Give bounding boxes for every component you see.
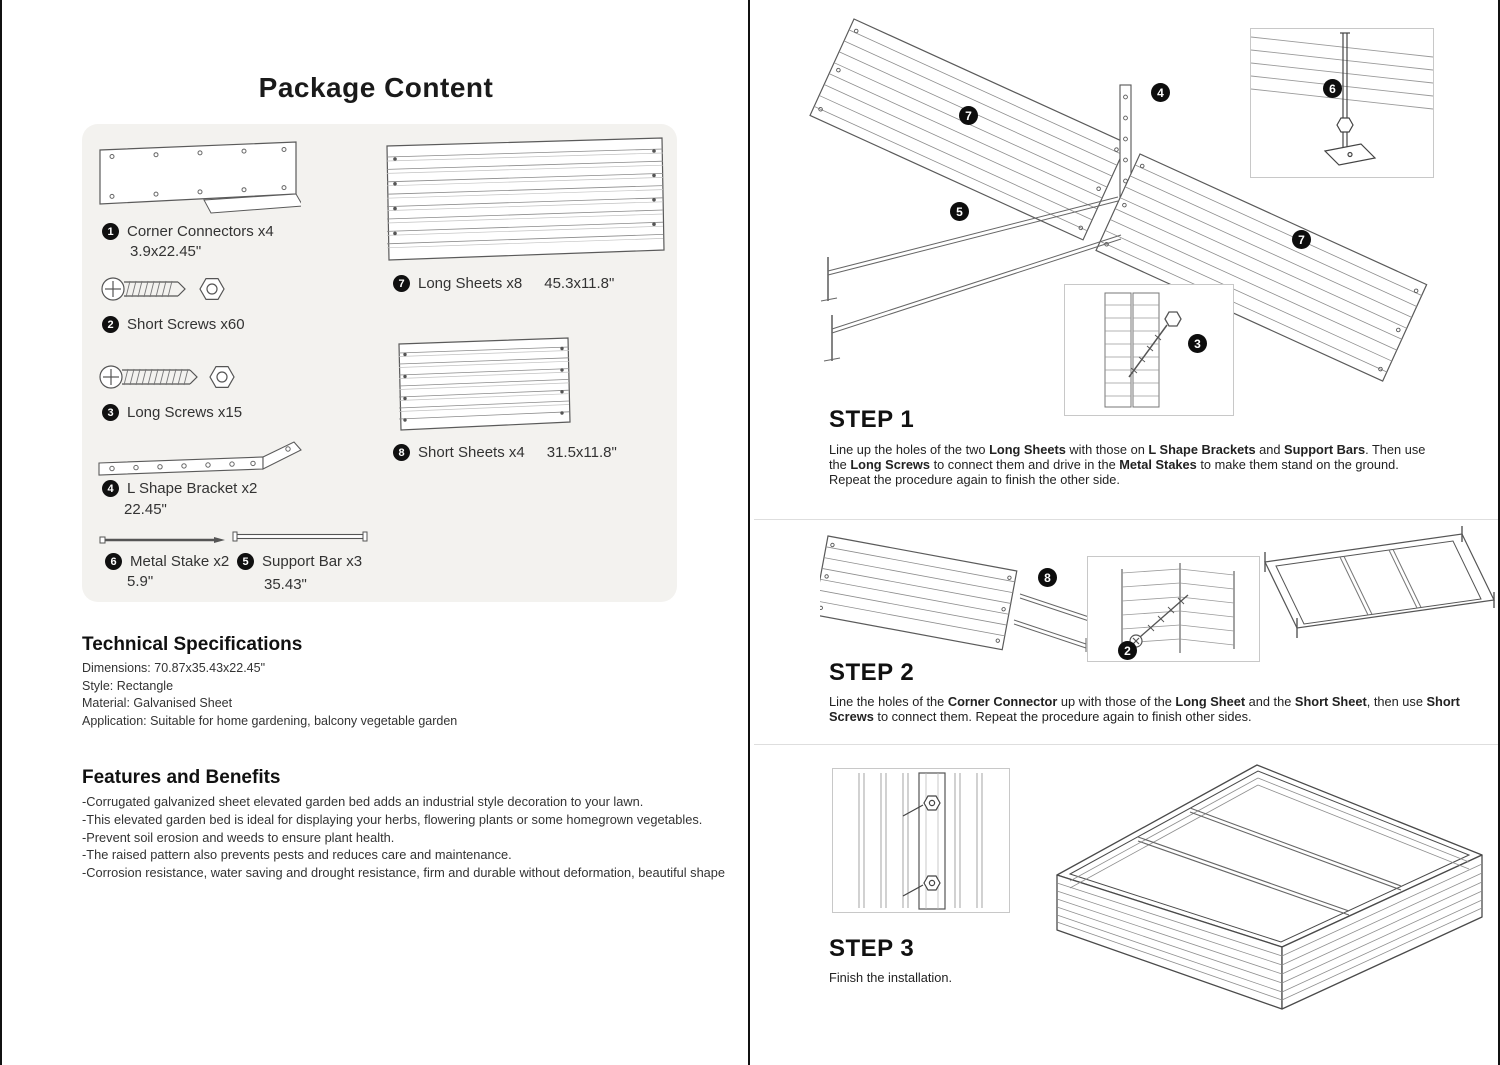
- part-item-metal-stake: 6 Metal Stake x2: [105, 553, 229, 570]
- part-number-badge: 8: [393, 444, 410, 461]
- step1-assembly-diagram: [809, 18, 1428, 382]
- part-size: 35.43": [264, 576, 307, 593]
- feature-item: -The raised pattern also prevents pests …: [82, 847, 512, 863]
- panel-divider: [748, 0, 750, 1065]
- part-item-support-bar: 5 Support Bar x3: [237, 553, 362, 570]
- spec-material: Material: Galvanised Sheet: [82, 696, 233, 710]
- part-label: Corner Connectors x4: [127, 223, 274, 240]
- marker-4: 4: [1151, 83, 1170, 102]
- part-size: 45.3x11.8": [544, 275, 615, 292]
- tech-specs-heading: Technical Specifications: [82, 634, 303, 655]
- long-screw-detail-drawing: [1104, 292, 1182, 408]
- page-title: Package Content: [258, 72, 494, 103]
- part-number-badge: 3: [102, 404, 119, 421]
- step3-finished-bed-illustration: [1056, 764, 1483, 1010]
- part-size: 5.9": [127, 573, 154, 590]
- part-number-badge: 5: [237, 553, 254, 570]
- step2-instructions: Line the holes of the Corner Connector u…: [829, 694, 1460, 725]
- l-shape-bracket-illustration: [98, 441, 302, 476]
- part-item-short-screws: 2 Short Screws x60: [102, 316, 245, 333]
- part-label: Support Bar x3: [262, 553, 363, 570]
- step3-connector-detail-inset: [832, 768, 1010, 913]
- part-number-badge: 1: [102, 223, 119, 240]
- features-heading: Features and Benefits: [82, 767, 281, 788]
- step3-heading: STEP 3: [829, 935, 915, 962]
- part-number-badge: 4: [102, 480, 119, 497]
- part-label: Metal Stake x2: [130, 553, 230, 570]
- step1-stake-detail-inset: [1250, 28, 1434, 178]
- short-sheets-illustration: [398, 337, 571, 431]
- corner-screw-detail-drawing: [1121, 563, 1235, 653]
- long-screw-illustration: [99, 365, 235, 389]
- part-item-long-screws: 3 Long Screws x15: [102, 404, 242, 421]
- part-label: Short Sheets x4: [418, 444, 525, 461]
- parts-box: 1 Corner Connectors x4 3.9x22.45": [82, 124, 677, 602]
- features-list: -Corrugated galvanized sheet elevated ga…: [82, 793, 747, 882]
- part-label: Long Sheets x8: [418, 275, 523, 292]
- feature-item: -This elevated garden bed is ideal for d…: [82, 811, 703, 827]
- marker-2: 2: [1118, 641, 1137, 660]
- marker-7: 7: [959, 106, 978, 125]
- marker-5: 5: [950, 202, 969, 221]
- step2-heading: STEP 2: [829, 659, 915, 686]
- spec-application: Application: Suitable for home gardening…: [82, 713, 458, 728]
- metal-stake-illustration: [99, 536, 225, 544]
- part-number-badge: 6: [105, 553, 122, 570]
- part-item-l-shape-bracket: 4 L Shape Bracket x2: [102, 480, 257, 497]
- part-number-badge: 7: [393, 275, 410, 292]
- part-item-corner-connectors: 1 Corner Connectors x4: [102, 223, 274, 240]
- part-item-long-sheets: 7 Long Sheets x8 45.3x11.8": [393, 275, 614, 292]
- short-screw-illustration: [101, 277, 225, 301]
- step2-assembly-diagram: [820, 526, 1495, 652]
- marker-6: 6: [1323, 79, 1342, 98]
- part-item-short-sheets: 8 Short Sheets x4 31.5x11.8": [393, 444, 617, 461]
- support-bar-illustration: [232, 531, 368, 542]
- part-size: 3.9x22.45": [130, 243, 202, 260]
- part-label: Long Screws x15: [127, 404, 243, 421]
- marker-8: 8: [1038, 568, 1057, 587]
- part-size: 31.5x11.8": [546, 444, 617, 461]
- feature-item: -Corrugated galvanized sheet elevated ga…: [82, 794, 644, 809]
- spec-dimensions: Dimensions: 70.87x35.43x22.45": [82, 661, 266, 675]
- stake-detail-drawing: [1250, 32, 1434, 166]
- part-number-badge: 2: [102, 316, 119, 333]
- spec-style: Style: Rectangle: [82, 678, 174, 693]
- step2-corner-detail-inset: [1087, 556, 1260, 662]
- step1-screw-detail-inset: [1064, 284, 1234, 416]
- marker-3: 3: [1188, 334, 1207, 353]
- part-label: Short Screws x60: [127, 316, 245, 333]
- connector-bolts-detail-drawing: [858, 772, 983, 910]
- feature-item: -Corrosion resistance, water saving and …: [82, 865, 726, 881]
- corner-connector-illustration: [99, 141, 301, 214]
- section-divider: [754, 744, 1498, 745]
- step1-instructions: Line up the holes of the two Long Sheets…: [829, 442, 1426, 488]
- step3-instructions: Finish the installation.: [829, 970, 953, 985]
- section-divider: [754, 519, 1498, 520]
- tech-specs-list: Dimensions: 70.87x35.43x22.45" Style: Re…: [82, 660, 732, 730]
- part-size: 22.45": [124, 501, 167, 518]
- feature-item: -Prevent soil erosion and weeds to ensur…: [82, 829, 395, 845]
- marker-7b: 7: [1292, 230, 1311, 249]
- step1-heading: STEP 1: [829, 406, 915, 433]
- part-label: L Shape Bracket x2: [127, 480, 258, 497]
- long-sheets-illustration: [386, 137, 665, 261]
